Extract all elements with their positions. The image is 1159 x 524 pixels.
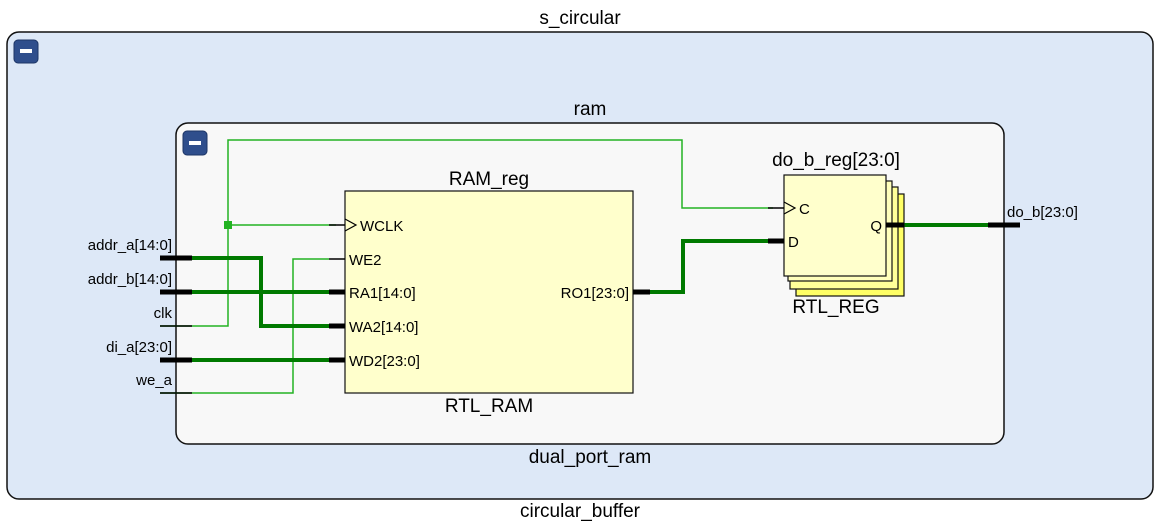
- outer-module-title: s_circular: [539, 8, 621, 29]
- ro1-to-d-bus[interactable]: [650, 239, 768, 294]
- clock-triangle-icon: [344, 218, 358, 232]
- reg-cell-body[interactable]: [783, 174, 887, 277]
- ram-cell[interactable]: RAM_reg RTL_RAM WCLK WE2 RA1[14:0] WA2[1…: [329, 169, 650, 417]
- inner-collapse-button[interactable]: [182, 130, 208, 156]
- di-a-port-label: di_a[23:0]: [106, 339, 172, 356]
- pin-d-label: D: [788, 234, 799, 251]
- pin-ro1-label: RO1[23:0]: [561, 285, 629, 302]
- reg-cell[interactable]: do_b_reg[23:0] RTL_REG C D Q: [768, 150, 905, 318]
- pin-wclk-label: WCLK: [360, 218, 403, 235]
- ram-cell-name: RAM_reg: [449, 169, 529, 190]
- pin-wa2-label: WA2[14:0]: [349, 319, 418, 336]
- clock-triangle-icon: [783, 201, 797, 215]
- pin-wd2-label: WD2[23:0]: [349, 353, 420, 370]
- clk-net-junction: [224, 221, 232, 229]
- pin-q-label: Q: [870, 218, 882, 235]
- addr-a-port-label: addr_a[14:0]: [88, 237, 172, 254]
- do-b-port-label: do_b[23:0]: [1007, 204, 1078, 221]
- ram-cell-type: RTL_RAM: [445, 396, 533, 417]
- outer-collapse-button[interactable]: [13, 39, 39, 64]
- reg-cell-name: do_b_reg[23:0]: [772, 150, 900, 171]
- pin-ra1-label: RA1[14:0]: [349, 285, 416, 302]
- inner-module-title: ram: [574, 99, 607, 120]
- we-a-port-label: we_a: [135, 372, 173, 389]
- outer-module-footer: circular_buffer: [520, 501, 641, 522]
- bus-wires: [192, 223, 988, 362]
- clk-net[interactable]: [160, 139, 773, 327]
- clk-port-label: clk: [154, 305, 173, 322]
- minus-icon: [20, 49, 32, 53]
- pin-we2-label: WE2: [349, 252, 382, 269]
- minus-icon: [189, 141, 201, 145]
- pin-c-label: C: [799, 201, 810, 218]
- input-ports: addr_a[14:0] addr_b[14:0] clk di_a[23:0]…: [88, 237, 192, 394]
- addr-b-port-label: addr_b[14:0]: [88, 271, 172, 288]
- inner-module-footer: dual_port_ram: [529, 447, 652, 468]
- reg-cell-type: RTL_REG: [792, 297, 879, 318]
